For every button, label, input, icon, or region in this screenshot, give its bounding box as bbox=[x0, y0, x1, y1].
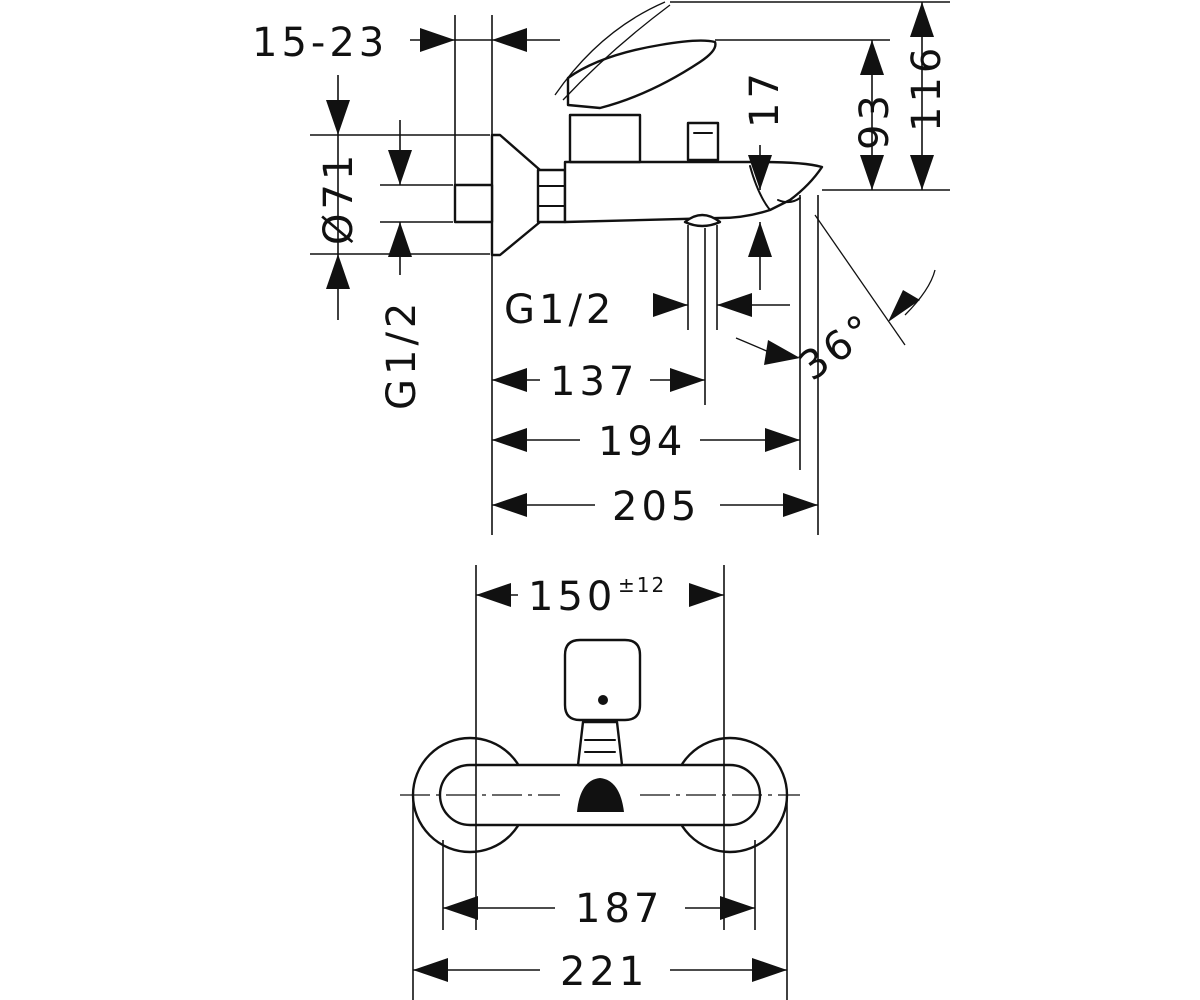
faucet-side-outline bbox=[453, 1, 824, 257]
dim-15-23-label: 15-23 bbox=[252, 20, 388, 66]
dim-phi71: Ø71 bbox=[316, 75, 362, 320]
dim-221-label: 221 bbox=[560, 949, 648, 995]
dim-137-label: 137 bbox=[550, 359, 638, 405]
dim-93: 93 bbox=[852, 40, 898, 190]
dim-205-label: 205 bbox=[612, 484, 700, 530]
dim-116-label: 116 bbox=[904, 44, 950, 132]
dim-150: 150 ±12 bbox=[476, 573, 724, 620]
dim-187: 187 bbox=[442, 840, 756, 932]
dim-g12-vertical: G1/2 bbox=[379, 120, 425, 410]
dim-g12-vertical-label: G1/2 bbox=[379, 299, 425, 410]
front-view: 150 ±12 187 221 bbox=[400, 565, 800, 1000]
faucet-front-outline bbox=[411, 638, 789, 854]
dim-116: 116 bbox=[904, 2, 950, 190]
dim-g12-horizontal: G1/2 bbox=[504, 287, 790, 333]
dim-g12-horizontal-label: G1/2 bbox=[504, 287, 615, 333]
dim-150-tolerance: ±12 bbox=[618, 573, 666, 597]
dim-17: 17 bbox=[742, 69, 788, 290]
dim-93-label: 93 bbox=[852, 91, 898, 150]
side-view: 15-23 Ø71 G1/2 17 bbox=[252, 1, 950, 535]
dim-187-label: 187 bbox=[575, 886, 663, 932]
dim-221: 221 bbox=[413, 949, 787, 995]
dim-150-label: 150 bbox=[528, 574, 616, 620]
dim-194: 194 bbox=[492, 419, 800, 465]
dim-15-23: 15-23 bbox=[252, 20, 560, 66]
dim-137: 137 bbox=[492, 359, 705, 405]
dim-17-label: 17 bbox=[742, 69, 788, 128]
dim-194-label: 194 bbox=[598, 419, 686, 465]
front-center-lines bbox=[400, 565, 800, 1000]
dim-205: 205 bbox=[492, 484, 818, 530]
dim-36deg-label: 36° bbox=[791, 304, 885, 390]
dim-phi71-label: Ø71 bbox=[316, 151, 362, 245]
